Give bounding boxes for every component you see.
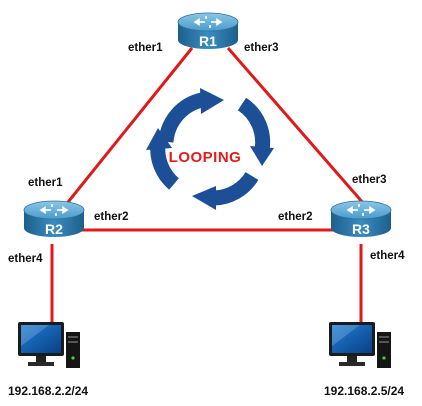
- router-r2[interactable]: R2: [23, 200, 85, 238]
- link-r1-r2: [50, 47, 194, 223]
- link-r1-r3: [226, 47, 366, 205]
- router-r3[interactable]: R3: [330, 200, 392, 238]
- host-left-ip: 192.168.2.2/24: [8, 384, 88, 398]
- r1-port-left-label: ether1: [128, 42, 163, 54]
- r3-port-left-label: ether2: [278, 211, 313, 223]
- router-r2-name: R2: [45, 221, 63, 237]
- r2-port-bottom-label: ether4: [8, 253, 43, 265]
- r2-port-right-label: ether2: [94, 211, 129, 223]
- router-r1-name: R1: [199, 33, 217, 49]
- r2-port-top-label: ether1: [28, 177, 63, 189]
- host-right-ip: 192.168.2.5/24: [324, 384, 404, 398]
- router-r1[interactable]: R1: [177, 12, 239, 50]
- host-left-pc-icon[interactable]: [18, 322, 80, 368]
- r1-port-right-label: ether3: [244, 42, 279, 54]
- r3-port-bottom-label: ether4: [370, 250, 405, 262]
- host-right-pc-icon[interactable]: [329, 322, 391, 368]
- loop-label: LOOPING: [169, 149, 242, 166]
- router-r3-name: R3: [352, 221, 370, 237]
- r3-port-top-label: ether3: [352, 174, 387, 186]
- loop-arrows-icon: [146, 88, 274, 210]
